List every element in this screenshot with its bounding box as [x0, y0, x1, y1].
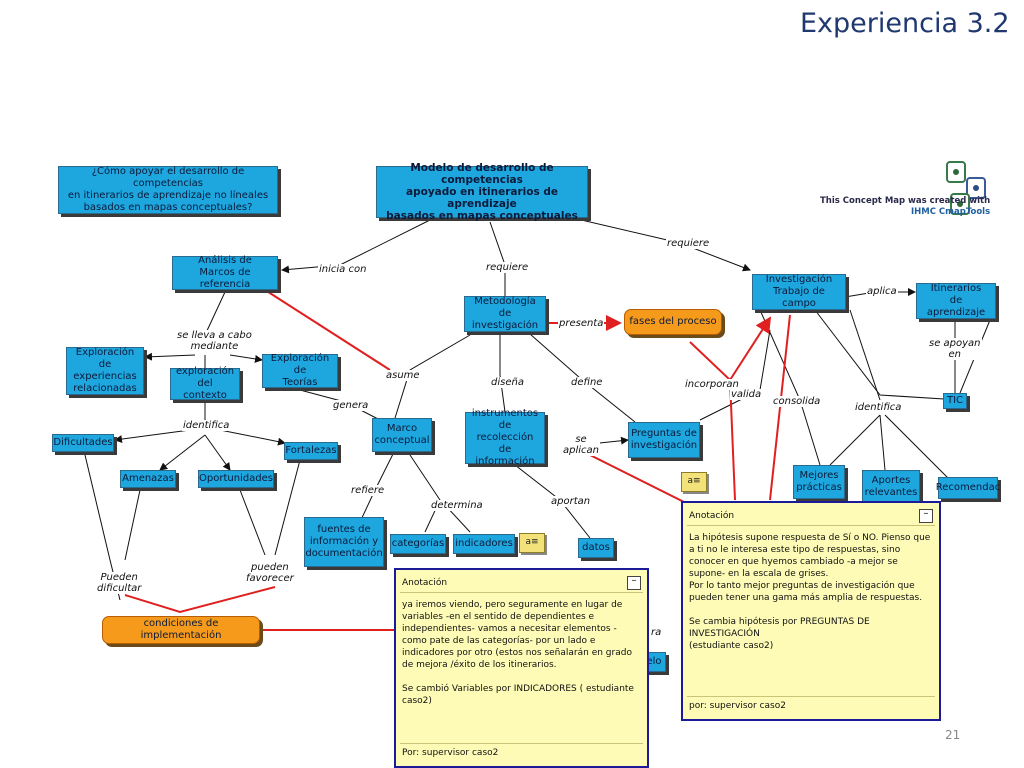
credit-line-2: IHMC CmapTools [910, 207, 991, 217]
node-investigacion-campo[interactable]: Investigación Trabajo de campo [752, 274, 846, 310]
link-identifica-right: identifica [854, 402, 903, 413]
annotation-author: por: supervisor caso2 [689, 701, 786, 711]
node-fuentes-informacion[interactable]: fuentes de información y documentación [304, 517, 384, 567]
node-exploracion-teorias[interactable]: Exploración de Teorías [262, 353, 338, 388]
link-aplica: aplica [866, 286, 898, 297]
cmaptools-credit: This Concept Map was created with IHMC C… [820, 196, 990, 218]
node-indicadores[interactable]: indicadores [453, 534, 515, 554]
link-genera: genera [332, 400, 370, 411]
link-inicia-con: inicia con [318, 264, 368, 275]
cmaptools-logo [945, 160, 989, 218]
annotation-author: Por: supervisor caso2 [402, 748, 499, 758]
node-categorias[interactable]: categorías [390, 534, 446, 554]
link-incorporan: incorporan [684, 379, 740, 390]
node-mejores-practicas[interactable]: Mejores prácticas [793, 465, 845, 499]
node-fortalezas[interactable]: Fortalezas [284, 442, 338, 460]
annotation-icon[interactable]: a≡ [681, 472, 707, 492]
link-define: define [570, 377, 604, 388]
link-pueden-favorecer: pueden favorecer [245, 562, 295, 584]
annotation-window-left: Anotación – ya iremos viendo, pero segur… [394, 568, 649, 768]
minimize-button[interactable]: – [627, 576, 641, 590]
annotation-header: Anotación – [400, 574, 643, 593]
node-condiciones-implementacion[interactable]: condiciones de implementación [102, 616, 260, 644]
link-pueden-dificultar: Pueden dificultar [96, 572, 143, 594]
node-preguntas-investigacion[interactable]: Preguntas de investigación [628, 422, 700, 458]
node-dificultades[interactable]: Dificultades [52, 434, 114, 452]
link-identifica-left: identifica [182, 420, 231, 431]
annotation-icon[interactable]: a≡ [519, 533, 545, 553]
node-main-model[interactable]: Modelo de desarrollo de competencias apo… [376, 162, 588, 222]
node-amenazas[interactable]: Amenazas [120, 470, 176, 488]
node-metodologia[interactable]: Metodología de investigación [464, 296, 546, 332]
annotation-window-right: Anotación – La hipótesis supone respuest… [681, 501, 941, 721]
node-aportes-relevantes[interactable]: Aportes relevantes [862, 470, 920, 504]
credit-line-1: This Concept Map was created with [820, 196, 991, 206]
link-se-apoyan: se apoyan en [928, 338, 982, 360]
link-valida: valida [730, 389, 763, 400]
node-fases-proceso[interactable]: fases del proceso [624, 309, 722, 335]
node-recomendaciones[interactable]: Recomendac [936, 477, 1000, 499]
slide-title: Experiencia 3.2 [800, 8, 1010, 39]
link-determina: determina [430, 500, 484, 511]
node-instrumentos[interactable]: instrumentos de recolección de informaci… [465, 408, 545, 467]
link-requiere-investigacion: requiere [666, 238, 711, 249]
node-exploracion-experiencias[interactable]: Exploración de experiencias relacionadas [66, 347, 144, 395]
link-refiere: refiere [350, 485, 386, 496]
node-exploracion-contexto[interactable]: exploración del contexto [170, 366, 240, 401]
link-partial-ra: ra [650, 627, 663, 638]
node-oportunidades[interactable]: Oportunidades [198, 470, 274, 488]
annotation-body: La hipótesis supone respuesta de Sí o NO… [689, 533, 931, 651]
node-question[interactable]: ¿Cómo apoyar el desarrollo de competenci… [58, 166, 278, 214]
link-presenta: presenta [558, 318, 605, 329]
node-datos[interactable]: datos [578, 538, 614, 558]
annotation-title: Anotación [689, 511, 735, 521]
minimize-button[interactable]: – [919, 509, 933, 523]
link-disena: diseña [490, 377, 525, 388]
annotation-footer: Por: supervisor caso2 [400, 743, 643, 762]
link-asume: asume [385, 370, 421, 381]
link-se-lleva-a-cabo: se lleva a cabo mediante [176, 330, 253, 352]
link-aportan: aportan [550, 496, 592, 507]
annotation-header: Anotación – [687, 507, 935, 526]
node-itinerarios[interactable]: Itinerarios de aprendizaje [916, 283, 996, 319]
page-number: 21 [945, 728, 961, 742]
annotation-title: Anotación [402, 578, 448, 588]
annotation-footer: por: supervisor caso2 [687, 696, 935, 715]
node-marco-conceptual[interactable]: Marco conceptual [372, 418, 432, 452]
node-analisis-marcos[interactable]: Análisis de Marcos de referencia [172, 255, 278, 290]
node-tic[interactable]: TIC [943, 393, 967, 409]
link-requiere-metodologia: requiere [485, 262, 530, 273]
link-consolida: consolida [772, 396, 822, 407]
annotation-body: ya iremos viendo, pero seguramente en lu… [402, 600, 634, 706]
link-se-aplican: se aplican [562, 434, 600, 456]
